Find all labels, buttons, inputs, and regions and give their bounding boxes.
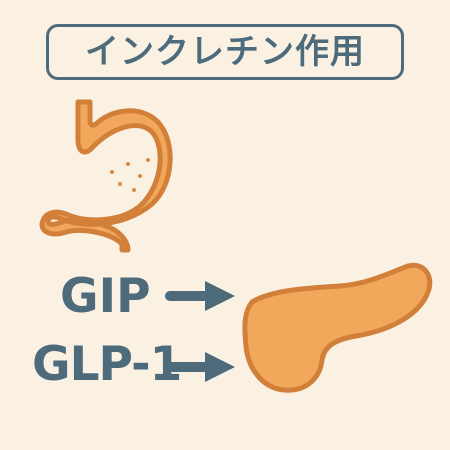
right-arrow-icon	[165, 281, 235, 311]
title-box: インクレチン作用	[46, 24, 404, 80]
page-title: インクレチン作用	[85, 32, 365, 72]
right-arrow-icon	[165, 352, 235, 382]
hormone-label-gip: GIP	[60, 269, 151, 324]
hormone-label-glp1: GLP-1	[32, 337, 182, 392]
